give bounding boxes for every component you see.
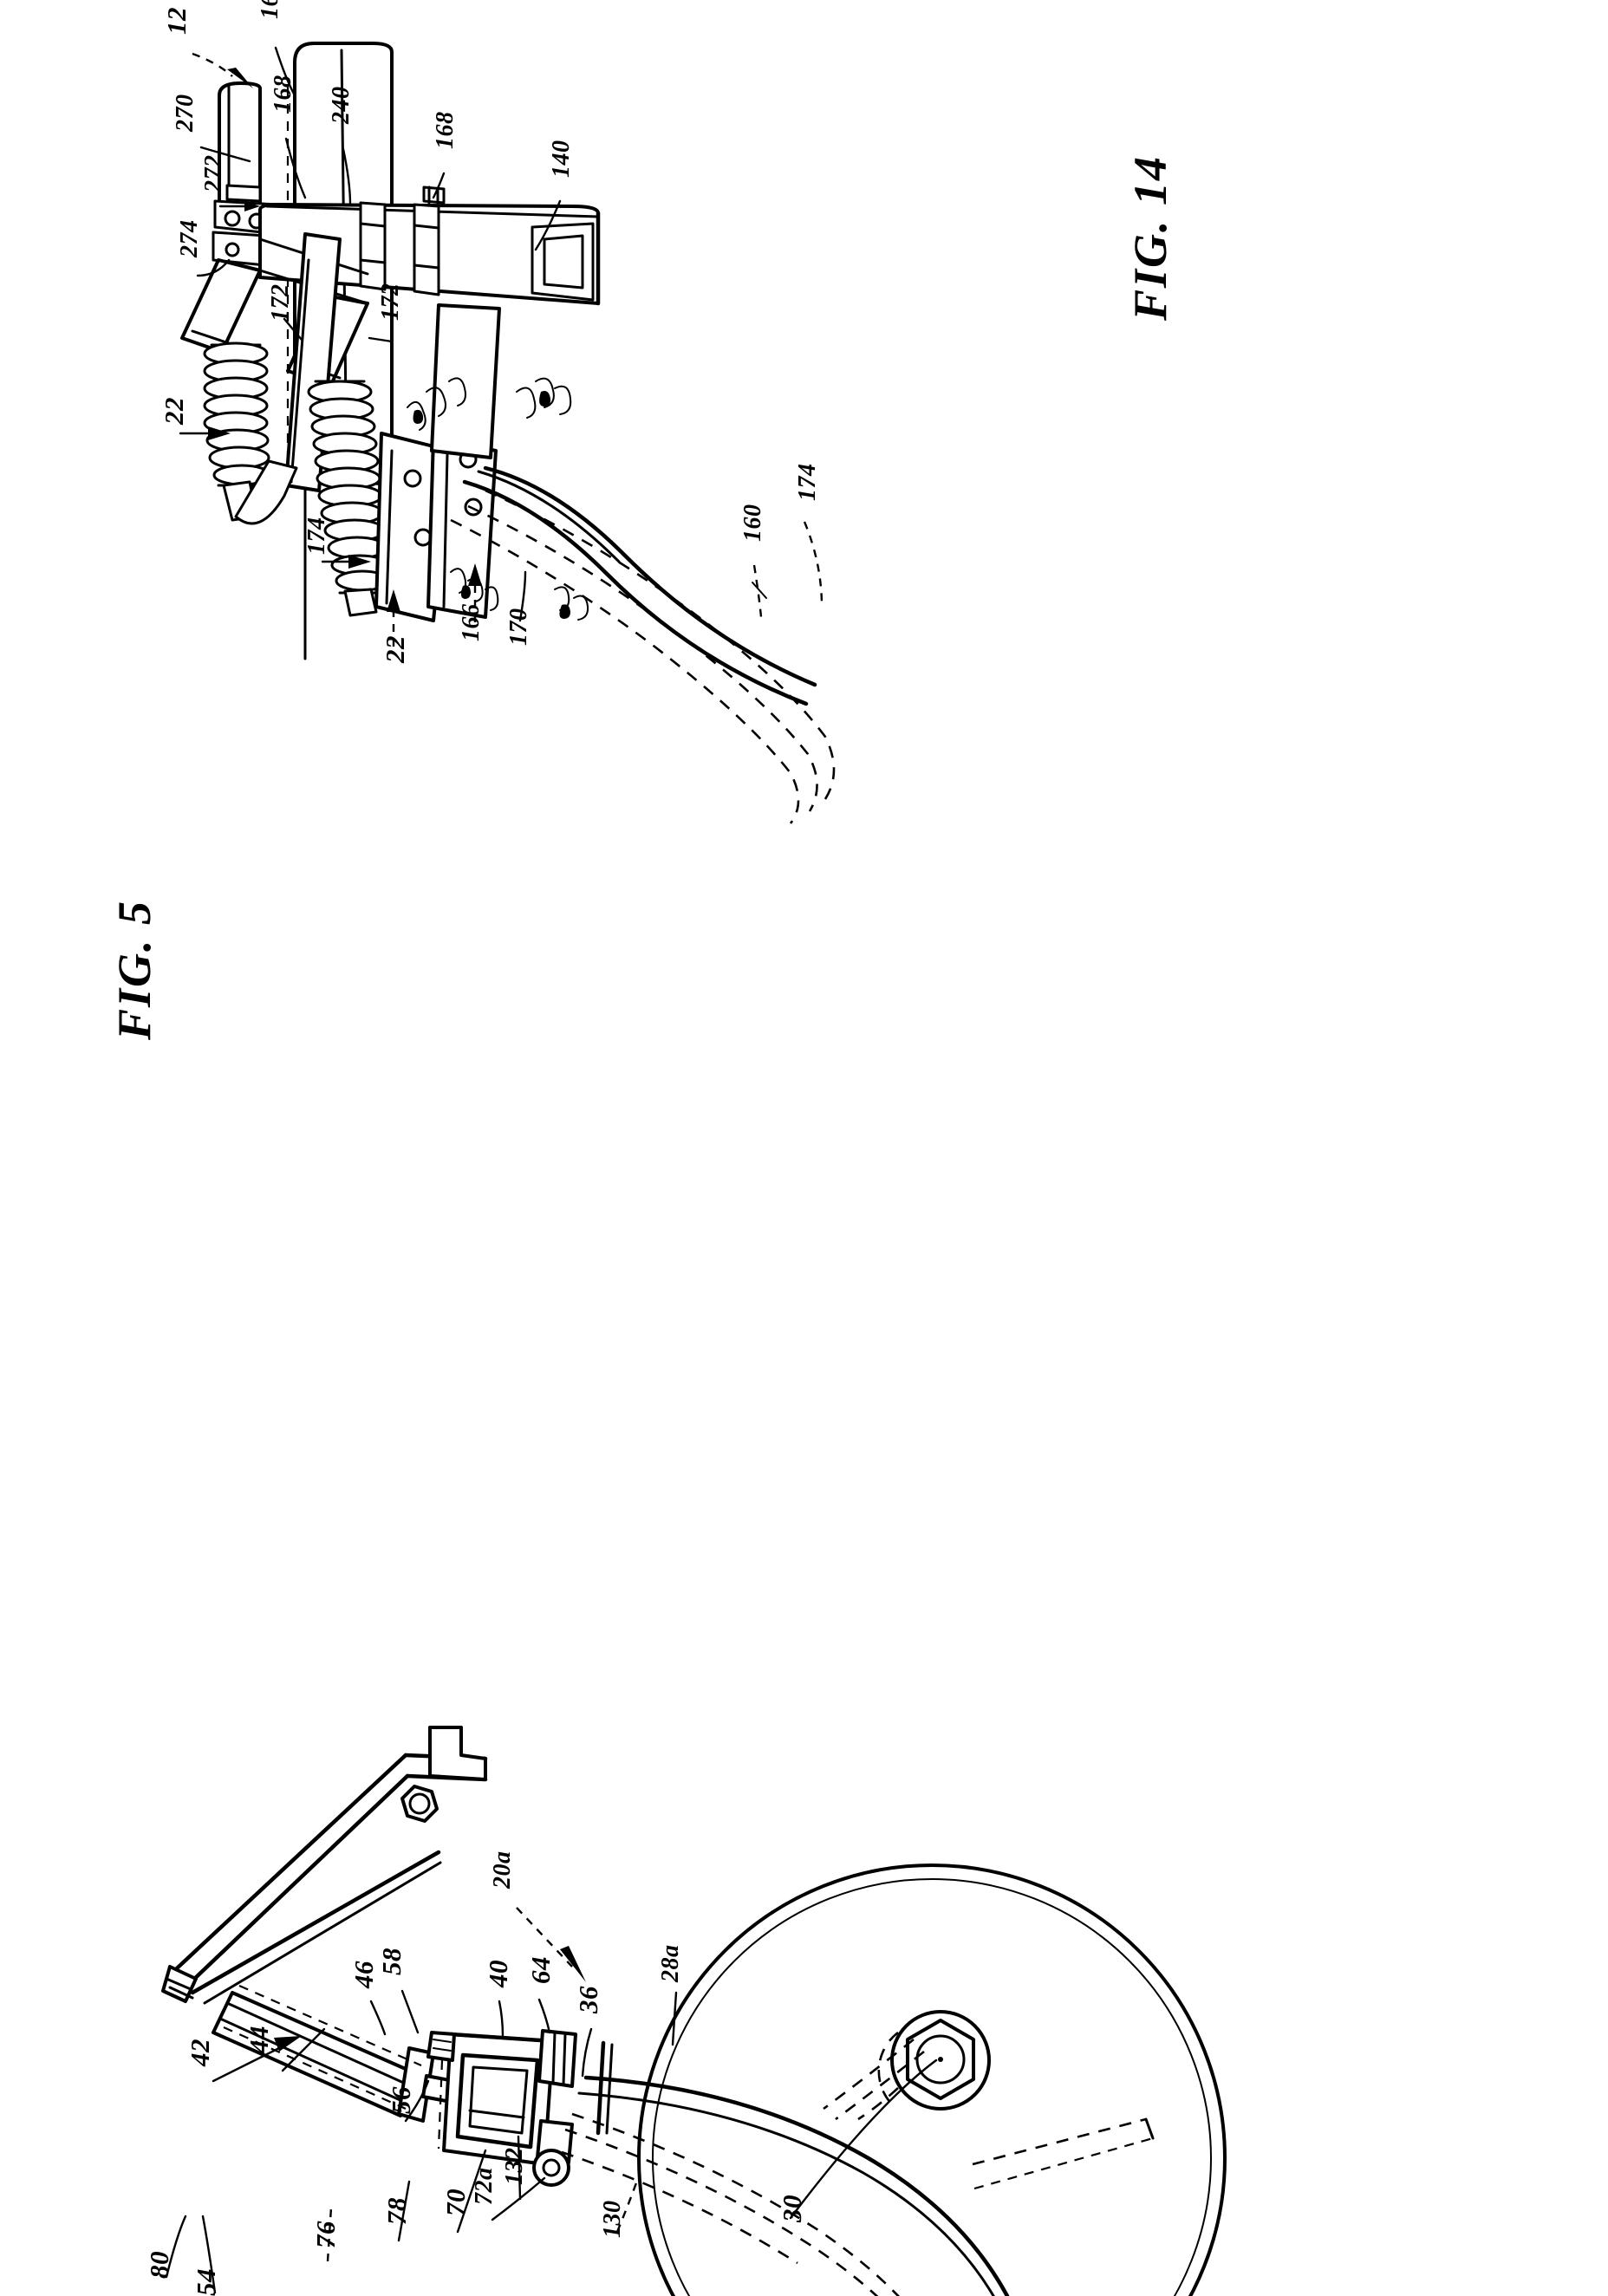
reference-numeral-58: 58 [376,1948,407,1975]
reference-numeral-172: 172 [377,283,404,322]
reference-numeral-272: 272 [200,154,227,193]
leader-46 [369,2000,387,2036]
reference-numeral-28a: 28a [657,1944,684,1983]
leader-42 [212,2043,288,2083]
reference-numeral-70: 70 [440,2189,471,2216]
reference-numeral-168: 168 [270,75,296,114]
leader-140 [534,199,562,251]
reference-numeral-56: 56 [386,2086,416,2114]
reference-numeral-44: 44 [244,2026,274,2053]
leader-270 [199,146,251,163]
leader-274 [196,258,231,277]
patent-drawing-sheet: 12 162 270 168 240 168 140 272 274 172 172 22 174 22 1… [108,0,1227,2296]
leader-28a [671,1991,678,2046]
leader-64 [537,1998,551,2034]
reference-numeral-54: 54 [191,2268,221,2296]
figure-14-drawing [179,42,836,824]
figure-caption-5: FIG. 5 [108,899,160,1040]
reference-numeral-64: 64 [525,1956,556,1984]
leader-174b [803,521,824,608]
break-hatch [407,377,589,621]
reference-numeral-40: 40 [483,1960,513,1987]
reference-numeral-12: 12 [161,7,192,35]
reference-numeral-170: 170 [505,608,532,647]
reference-numeral-174: 174 [303,517,330,556]
leader-162 [274,46,296,97]
figure-5-drawing [161,1726,1227,2296]
reference-numeral-130: 130 [599,2200,626,2239]
reference-numeral-22: 22 [159,397,189,425]
reference-numeral-80: 80 [144,2251,174,2279]
leader-36 [581,2027,593,2078]
leader-172b-underline [368,336,394,343]
reference-numeral-240: 240 [328,86,355,125]
leader-132 [517,2135,522,2201]
reference-numeral-20a: 20a [489,1850,516,1889]
reference-numeral-78: 78 [381,2197,412,2225]
coil-spring-left [203,341,298,525]
figure-caption-14: FIG. 14 [1124,154,1176,321]
reference-numeral-140: 140 [548,140,575,179]
leader-44-tick [281,2027,326,2072]
reference-numeral-274: 274 [176,219,203,258]
reference-numeral-160: 160 [739,504,766,543]
leader-58 [400,1989,420,2034]
leader-30 [789,2059,938,2220]
leader-168a [284,137,307,199]
reference-numeral-76: 76 [310,2221,341,2248]
reference-numeral-168: 168 [432,111,459,150]
reference-numeral-270: 270 [172,94,199,133]
reference-numeral-30: 30 [777,2195,807,2222]
leader-40 [498,2000,505,2038]
reference-numeral-36: 36 [573,1986,603,2013]
reference-numeral-174: 174 [794,463,821,502]
break-hatch-solid [413,391,570,619]
reference-numeral-132: 132 [501,2147,528,2186]
leader-168b [432,172,446,199]
leader-170 [518,570,527,622]
reference-numeral-22: 22 [380,635,410,663]
leader-240 [342,147,352,206]
reference-numeral-46: 46 [348,1961,379,1988]
reference-numeral-42: 42 [185,2039,215,2066]
reference-numeral-172: 172 [267,283,294,322]
reference-numeral-162: 162 [257,0,283,19]
leader-56 [404,2079,430,2123]
reference-numeral-166: 166 [458,603,485,642]
leader-172a [283,317,303,341]
leader-12 [192,52,233,77]
reference-numeral-72a: 72a [471,2167,498,2206]
coil-spring-right [307,380,390,617]
leader-160 [752,564,763,618]
